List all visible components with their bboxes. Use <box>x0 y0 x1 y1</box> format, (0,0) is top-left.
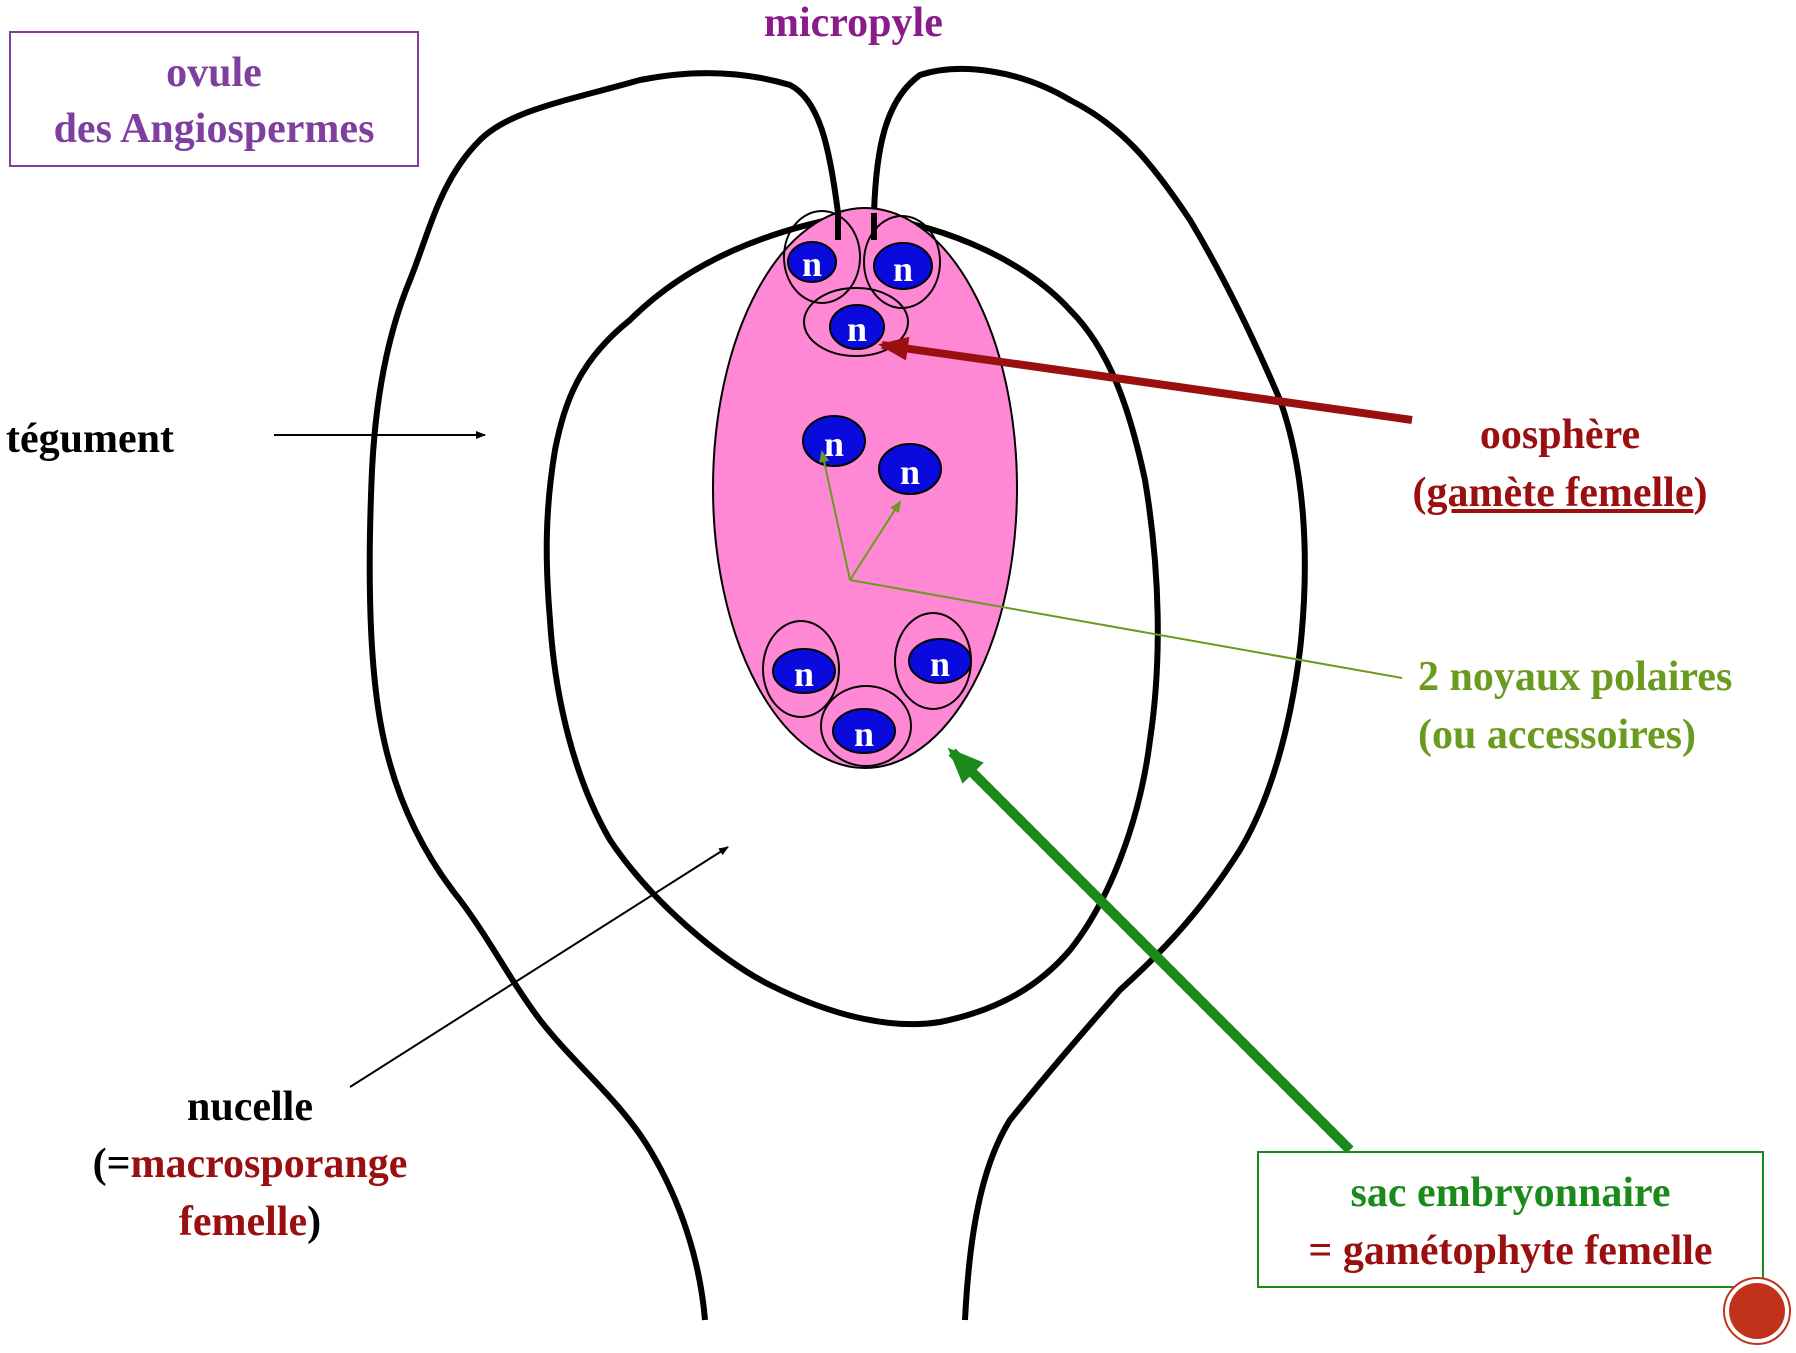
polar-nucleus: n <box>879 444 941 494</box>
micropyle-label: micropyle <box>764 0 943 52</box>
macrosporange-line: (=macrosporange <box>60 1135 440 1193</box>
paren-close: ) <box>307 1199 321 1245</box>
paren-open: (= <box>93 1141 131 1187</box>
nucleus-label: n <box>847 309 867 349</box>
nucleus-label: n <box>930 644 950 684</box>
tegument-label: tégument <box>6 410 174 468</box>
femelle-label: femelle <box>179 1199 307 1245</box>
gamete-line: (gamète femelle) <box>1360 464 1760 522</box>
title-line-2: des Angiospermes <box>9 100 419 158</box>
slide-corner-badge <box>1722 1276 1792 1346</box>
gamete-paren-open: ( <box>1413 470 1427 516</box>
embryo-sac <box>713 208 1017 768</box>
nucelle-label: nucelle <box>60 1078 440 1136</box>
nucleus: n <box>830 305 884 349</box>
macrosporange-label: macrosporange <box>131 1141 408 1187</box>
embryo-sac-label: sac embryonnaire <box>1257 1164 1764 1222</box>
oosphere-label: oosphère <box>1360 406 1760 464</box>
nucleus: n <box>773 649 835 694</box>
gamete-label: gamète femelle <box>1427 470 1694 516</box>
gamete-paren-close: ) <box>1694 470 1708 516</box>
nucleus: n <box>909 639 971 684</box>
nucleus: n <box>874 243 932 289</box>
nucleus: n <box>833 709 895 754</box>
embryo-sac-arrow <box>952 752 1350 1150</box>
nucleus-label: n <box>900 452 920 492</box>
gametophyte-label: = gamétophyte femelle <box>1257 1222 1764 1280</box>
nucleus-label: n <box>854 714 874 754</box>
nucleus-label: n <box>824 424 844 464</box>
polar-nuclei-label-1: 2 noyaux polaires <box>1418 648 1732 706</box>
femelle-line: femelle) <box>60 1193 440 1251</box>
title-line-1: ovule <box>9 44 419 102</box>
nucelle-arrow <box>350 847 728 1087</box>
nucleus-label: n <box>794 654 814 694</box>
polar-nuclei-label-2: (ou accessoires) <box>1418 706 1696 764</box>
polar-nucleus: n <box>803 416 865 466</box>
nucleus-label: n <box>893 249 913 289</box>
nucleus-label: n <box>802 244 822 284</box>
